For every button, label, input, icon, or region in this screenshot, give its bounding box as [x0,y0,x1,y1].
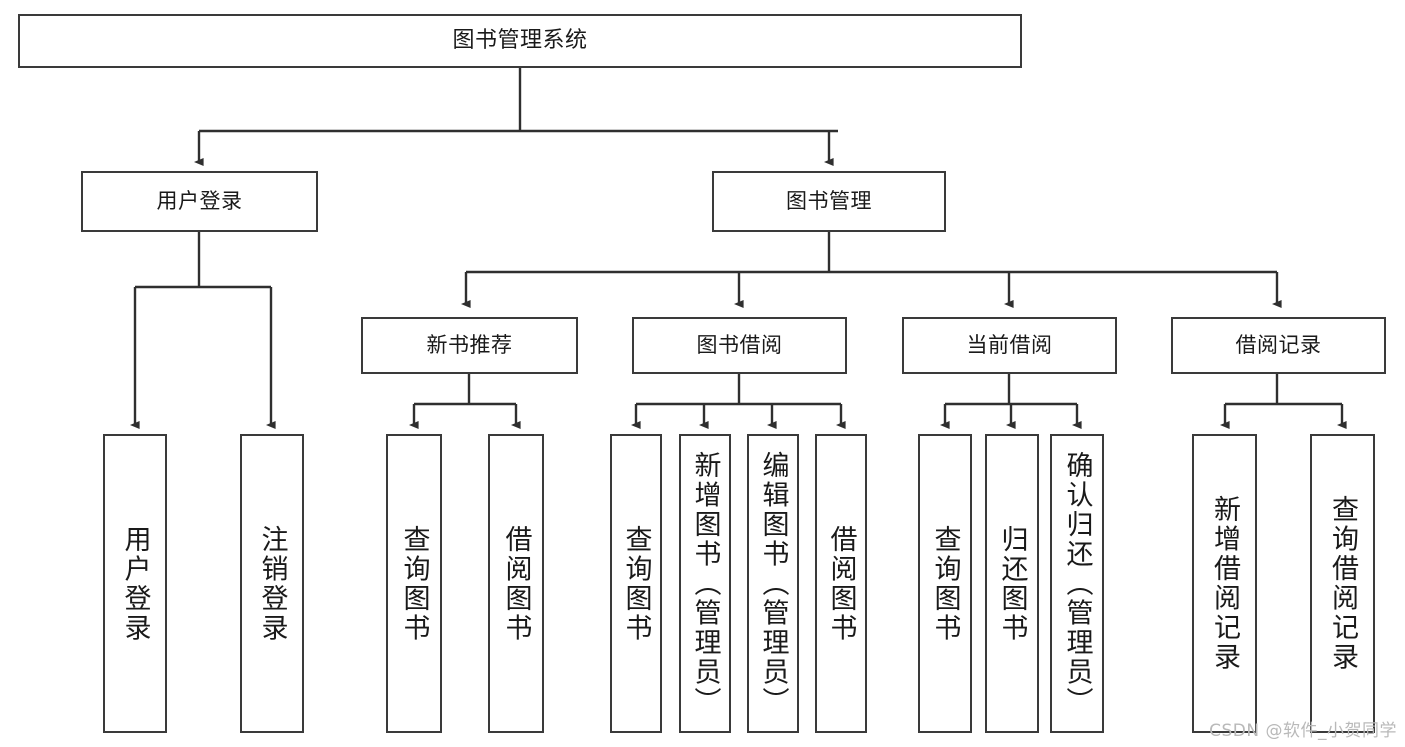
leaf-edit-book-admin[interactable]: 编辑图书（管理员） [747,434,799,733]
watermark: CSDN @软件_小贺同学 [1209,721,1397,741]
node-label: 用户登录 [119,524,151,643]
node-label: 归还图书 [996,524,1028,643]
leaf-borrow-books-new[interactable]: 借阅图书 [488,434,544,733]
node-label: 新书推荐 [426,332,513,357]
node-book-borrow[interactable]: 图书借阅 [632,317,847,374]
node-user-login[interactable]: 用户登录 [81,171,318,232]
node-label: 查询借阅记录 [1327,495,1358,672]
node-label: 确认归还（管理员） [1061,450,1093,717]
leaf-user-login[interactable]: 用户登录 [103,434,167,733]
node-label: 借阅图书 [500,524,532,643]
node-label: 当前借阅 [966,332,1053,357]
node-label: 编辑图书（管理员） [757,450,789,717]
node-label: 图书管理系统 [452,28,588,54]
node-label: 注销登录 [256,524,288,643]
leaf-query-books-borrow[interactable]: 查询图书 [610,434,662,733]
node-label: 图书管理 [786,188,872,213]
node-label: 新增借阅记录 [1209,495,1240,672]
leaf-confirm-return-admin[interactable]: 确认归还（管理员） [1050,434,1104,733]
leaf-add-borrow-record[interactable]: 新增借阅记录 [1192,434,1257,733]
node-label: 查询图书 [929,524,961,643]
leaf-query-books-new[interactable]: 查询图书 [386,434,442,733]
node-label: 查询图书 [398,524,430,643]
leaf-add-book-admin[interactable]: 新增图书（管理员） [679,434,731,733]
node-book-management[interactable]: 图书管理 [712,171,946,232]
node-label: 借阅图书 [825,524,857,643]
leaf-user-logout[interactable]: 注销登录 [240,434,304,733]
node-borrow-records[interactable]: 借阅记录 [1171,317,1386,374]
node-new-book-recommend[interactable]: 新书推荐 [361,317,578,374]
node-label: 查询图书 [620,524,652,643]
node-current-borrow[interactable]: 当前借阅 [902,317,1117,374]
leaf-return-book[interactable]: 归还图书 [985,434,1039,733]
node-label: 新增图书（管理员） [689,450,721,717]
node-label: 用户登录 [156,188,243,213]
node-label: 借阅记录 [1235,332,1322,357]
node-label: 图书借阅 [696,332,783,357]
node-root-system[interactable]: 图书管理系统 [18,14,1022,68]
leaf-query-borrow-record[interactable]: 查询借阅记录 [1310,434,1375,733]
leaf-query-books-current[interactable]: 查询图书 [918,434,972,733]
leaf-borrow-book[interactable]: 借阅图书 [815,434,867,733]
